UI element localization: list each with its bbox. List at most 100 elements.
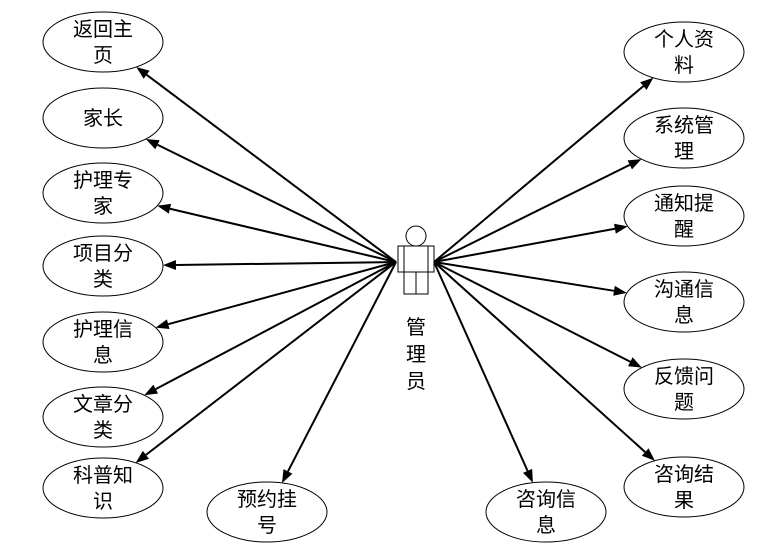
arrowhead — [136, 66, 150, 79]
arrowhead — [144, 384, 159, 396]
edge-appointment — [281, 261, 397, 483]
use-case-label: 护理专 — [73, 168, 133, 192]
use-case-label: 咨询结 — [654, 462, 714, 486]
use-case-ellipse — [623, 185, 745, 247]
association-line — [169, 207, 397, 263]
edge-consultation-info — [433, 261, 533, 483]
edge-item-category — [162, 260, 397, 271]
actor-administrator: 管理员 — [397, 225, 435, 393]
use-case-label: 息 — [674, 303, 694, 327]
arrowhead — [641, 448, 655, 461]
use-case-label: 家长 — [83, 106, 123, 130]
use-case-label: 类 — [93, 418, 113, 442]
association-line — [433, 261, 631, 363]
arrowhead — [162, 260, 177, 271]
edge-consultation-result — [433, 261, 655, 461]
actor-label: 管理员 — [406, 315, 426, 393]
use-case-label: 科普知 — [73, 463, 133, 487]
use-case-label: 类 — [93, 267, 113, 291]
association-line — [167, 261, 397, 326]
edge-science-knowledge — [135, 261, 397, 463]
use-case-ellipse — [42, 87, 164, 149]
association-line — [155, 261, 397, 391]
use-case-ellipse — [623, 456, 745, 518]
arrowhead — [145, 139, 160, 150]
edge-personal-profile — [433, 77, 654, 263]
arrowhead — [628, 357, 642, 368]
use-case-label: 识 — [93, 489, 113, 513]
use-case-label: 醒 — [674, 217, 694, 241]
use-case-ellipse — [623, 271, 745, 333]
use-case-label: 通知提 — [654, 191, 714, 215]
association-edges — [135, 66, 655, 483]
use-case-ellipse — [623, 358, 745, 420]
use-case-label: 文章分 — [73, 392, 133, 416]
use-case-ellipse — [42, 162, 164, 224]
use-case-label: 护理信 — [73, 317, 133, 341]
edge-nursing-info — [155, 261, 397, 330]
use-case-label: 沟通信 — [654, 277, 714, 301]
use-case-label: 息 — [536, 513, 556, 537]
actor-label-char: 员 — [406, 369, 426, 393]
use-case-label: 理 — [674, 139, 694, 163]
use-case-parent: 家长 — [42, 87, 164, 149]
edge-return-home — [136, 66, 397, 263]
use-case-ellipse — [42, 11, 164, 73]
use-case-label: 料 — [674, 53, 694, 77]
association-line — [433, 164, 631, 263]
arrowhead — [157, 203, 172, 214]
use-case-label: 息 — [93, 343, 113, 367]
edge-nursing-expert — [157, 203, 397, 263]
actor-label-char: 管 — [406, 315, 426, 339]
use-case-label: 返回主 — [73, 17, 133, 41]
use-case-ellipse — [42, 386, 164, 448]
use-case-ellipse — [485, 481, 607, 543]
edge-parent — [145, 139, 397, 263]
arrowhead — [614, 223, 628, 234]
association-line — [175, 261, 397, 267]
association-line — [145, 261, 397, 456]
association-line — [433, 261, 646, 453]
use-case-label: 个人资 — [654, 27, 714, 51]
edge-article-category — [144, 261, 397, 396]
person-icon — [397, 225, 435, 295]
arrowhead — [135, 450, 149, 463]
use-case-nodes: 返回主页家长护理专家项目分类护理信息文章分类科普知识预约挂号咨询信息个人资料系统… — [42, 11, 745, 543]
use-case-label: 家 — [93, 194, 113, 218]
arrowhead — [155, 319, 170, 330]
use-case-label: 页 — [93, 43, 113, 67]
use-case-label: 咨询信 — [516, 487, 576, 511]
use-case-label: 果 — [674, 488, 694, 512]
association-line — [287, 261, 397, 472]
use-case-ellipse — [623, 21, 745, 83]
use-case-ellipse — [206, 481, 328, 543]
association-line — [433, 261, 529, 472]
actor-label-char: 理 — [406, 342, 426, 366]
use-case-label: 号 — [257, 513, 277, 537]
edge-system-management — [433, 159, 642, 263]
use-case-label: 题 — [674, 390, 694, 414]
edge-notification-reminder — [433, 223, 628, 263]
arrowhead — [523, 468, 533, 483]
edge-feedback-issues — [433, 261, 642, 368]
use-case-label: 预约挂 — [237, 487, 297, 511]
association-line — [433, 261, 615, 292]
use-case-ellipse — [623, 107, 745, 169]
edge-communication-info — [433, 261, 627, 296]
use-case-label: 反馈问 — [654, 364, 714, 388]
association-line — [157, 143, 397, 263]
